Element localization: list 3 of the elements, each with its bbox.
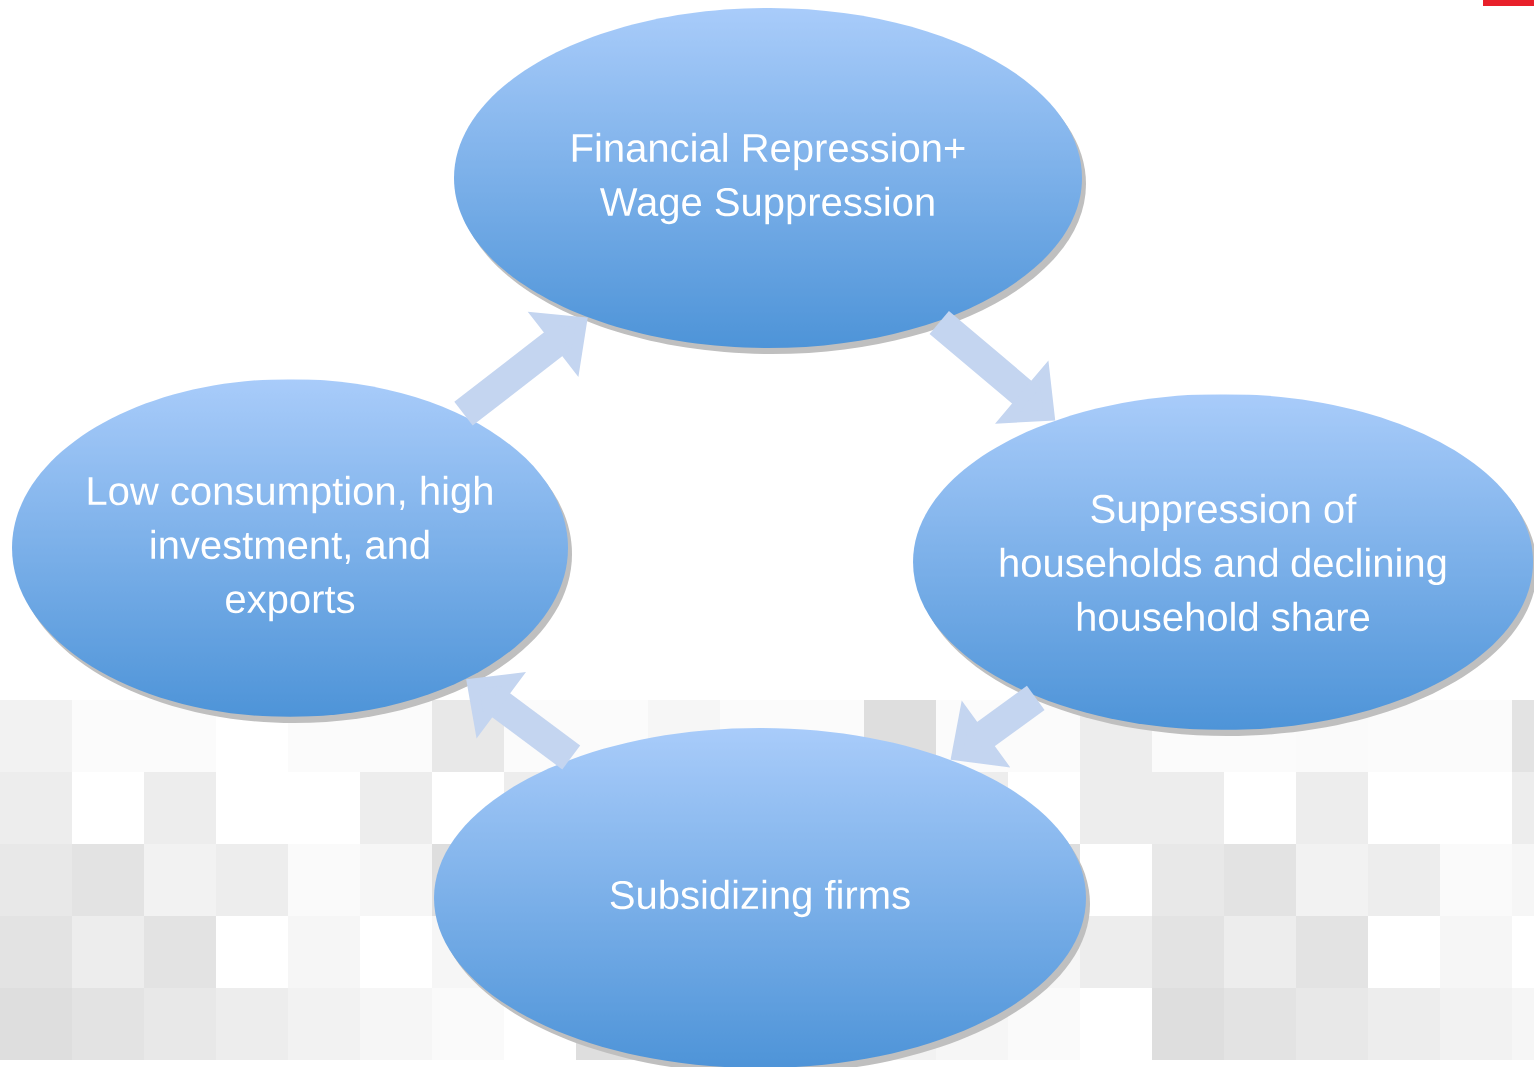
ellipse-node: Financial Repression+ Wage Suppression — [454, 8, 1086, 354]
ellipse-node: Suppression of households and declining household share — [913, 394, 1534, 736]
ellipse-node: Low consumption, high investment, and exports — [12, 379, 572, 723]
